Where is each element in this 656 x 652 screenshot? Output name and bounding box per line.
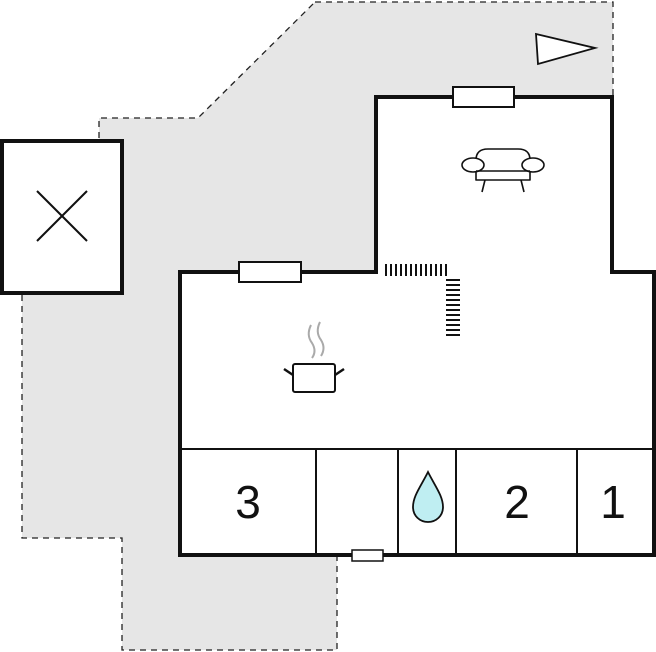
room-number-2: 2 <box>504 476 530 528</box>
north-arrow-icon <box>535 32 599 66</box>
cooking-pot-icon <box>283 321 345 393</box>
house-outline <box>178 95 656 557</box>
room-number-3: 3 <box>235 476 261 528</box>
parking-cross-icon <box>0 139 124 295</box>
armchair-icon <box>461 148 545 193</box>
water-drop-icon <box>412 469 444 523</box>
staircase-icon <box>385 264 460 336</box>
window-icon <box>238 261 302 283</box>
door-icon <box>351 549 384 562</box>
room-number-1: 1 <box>600 476 626 528</box>
window-icon <box>452 86 515 108</box>
